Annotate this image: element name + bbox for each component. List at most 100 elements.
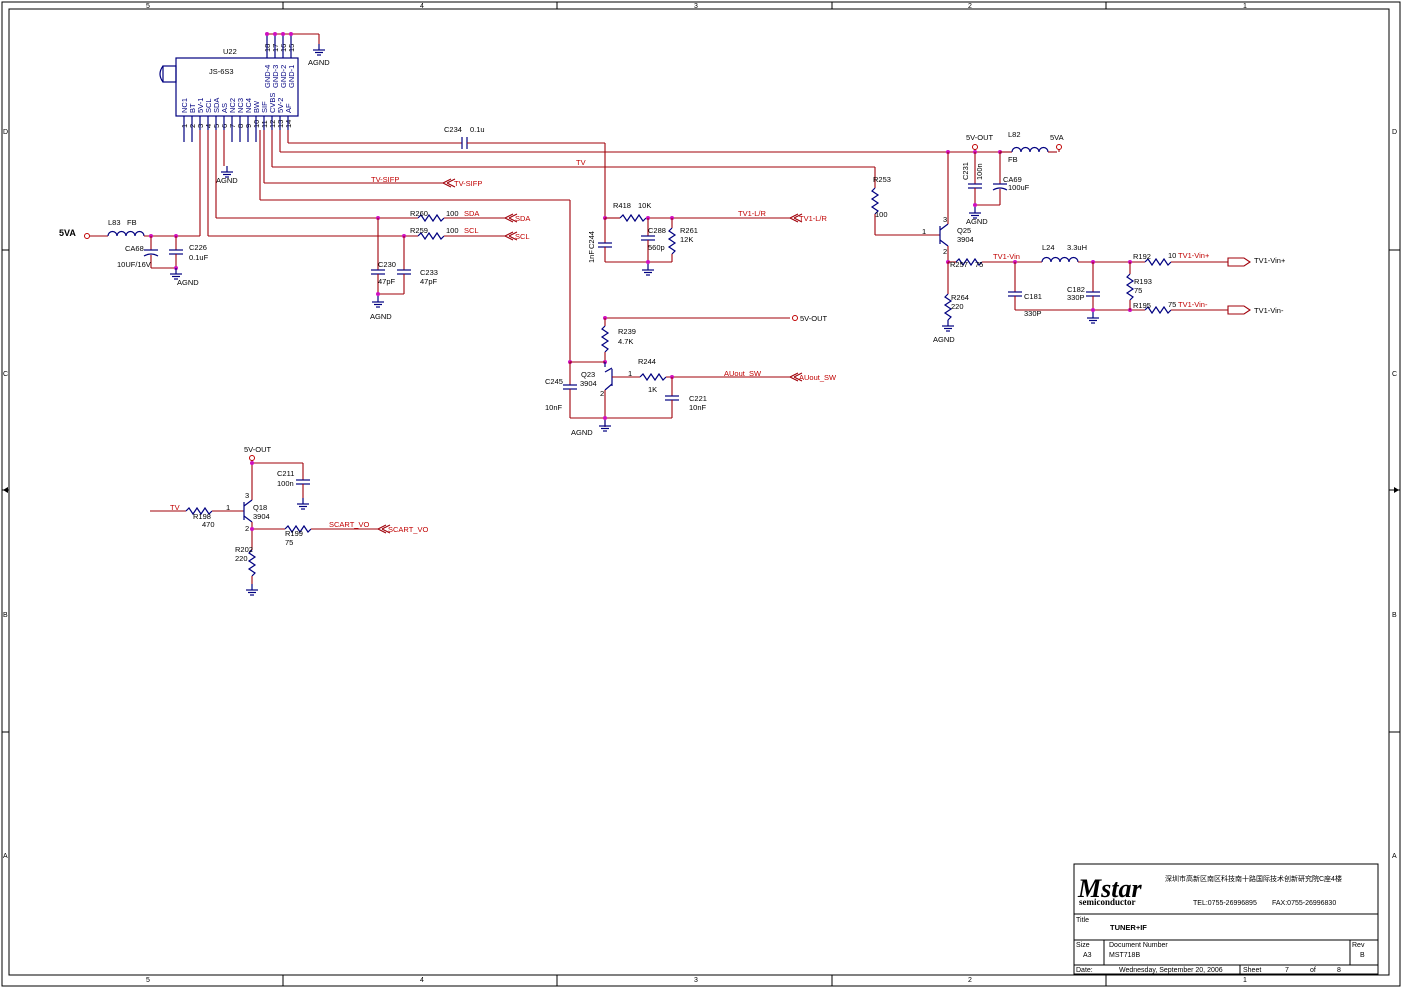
col-label: 3 xyxy=(694,977,698,984)
q25-val: 3904 xyxy=(957,235,974,244)
r202-val: 220 xyxy=(235,554,248,563)
r261-val: 12K xyxy=(680,235,693,244)
r418-val: 10K xyxy=(638,201,651,210)
col-label: 3 xyxy=(694,3,698,10)
5v-out-label: 5V-OUT xyxy=(966,133,994,142)
5v-out-port: 5V-OUT xyxy=(800,314,828,323)
agnd-label: AGND xyxy=(370,312,392,321)
scl-net-label: SCL xyxy=(464,226,479,235)
auout-sw-net: AUout_SW xyxy=(724,369,762,378)
title-block: Mstar semiconductor 深圳市高新区南区科技南十路国际技术创新研… xyxy=(1073,863,1379,975)
row-label: A xyxy=(3,853,8,860)
row-label: A xyxy=(1392,853,1397,860)
r261-ref: R261 xyxy=(680,226,698,235)
ca68-val: 10UF/16V xyxy=(117,260,151,269)
c245-ref: C245 xyxy=(545,377,563,386)
agnd-label: AGND xyxy=(308,58,330,67)
c244-val: 1nF xyxy=(587,250,596,263)
agnd-label: AGND xyxy=(933,335,955,344)
r257-ref: R257 xyxy=(950,260,968,269)
r418-ref: R418 xyxy=(613,201,631,210)
tuner-pin-label: 5V-1 xyxy=(196,98,205,113)
row-label: C xyxy=(3,371,8,378)
r244-val: 1K xyxy=(648,385,657,394)
bw-net xyxy=(259,130,571,362)
tv1-vinp-port: TV1-Vin+ xyxy=(1254,256,1286,265)
tv-net-label: TV xyxy=(576,158,586,167)
ca69-val: 100uF xyxy=(1008,183,1030,192)
c181-val: 330P xyxy=(1024,309,1042,318)
q18-pin2: 2 xyxy=(245,524,249,533)
q25-ref: Q25 xyxy=(957,226,971,235)
c182-ref: C182 xyxy=(1067,285,1085,294)
tuner-pin-label: NC4 xyxy=(244,98,253,113)
ca68-ref: CA68 xyxy=(125,244,144,253)
q23-ref: Q23 xyxy=(581,370,595,379)
tuner-pin-label: NC3 xyxy=(236,98,245,113)
tuner-u22[interactable]: U22 JS-6S3 NC11BT25V-13SCL4SDA5AS6NC27NC… xyxy=(159,32,330,128)
rev-label: Rev xyxy=(1352,942,1365,949)
tuner-pin-label: SIF xyxy=(260,101,269,113)
tv1-vinp-net: TV1-Vin+ xyxy=(1178,251,1210,260)
col-label: 1 xyxy=(1243,3,1247,10)
tuner-pin-label: SCL xyxy=(204,98,213,113)
agnd-label: AGND xyxy=(571,428,593,437)
r259-ref: R259 xyxy=(410,226,428,235)
scl-port: SCL xyxy=(515,232,530,241)
date-label: Date: xyxy=(1076,967,1093,974)
mstar-logo-sub: semiconductor xyxy=(1079,897,1136,907)
row-label: D xyxy=(3,129,8,136)
r244-ref: R244 xyxy=(638,357,656,366)
title-label: Title xyxy=(1076,917,1089,924)
row-label: D xyxy=(1392,129,1397,136)
size-label: Size xyxy=(1076,942,1090,949)
c231-ref: C231 xyxy=(961,162,970,180)
docnum-label: Document Number xyxy=(1109,942,1168,949)
r193-val: 75 xyxy=(1134,286,1142,295)
tuner-gnd-pin-label: GND-2 xyxy=(279,65,288,88)
mstar-logo: Mstar xyxy=(1077,874,1142,903)
col-label: 5 xyxy=(146,3,150,10)
tuner-pin-label: AF xyxy=(284,103,293,113)
r264-val: 220 xyxy=(951,302,964,311)
c233-val: 47pF xyxy=(420,277,438,286)
r239-ref: R239 xyxy=(618,327,636,336)
r260-ref: R260 xyxy=(410,209,428,218)
l83-ref: L83 xyxy=(108,218,121,227)
title-value: TUNER+IF xyxy=(1110,923,1147,932)
q18-pin1: 1 xyxy=(226,503,230,512)
sda-net-label: SDA xyxy=(464,209,479,218)
r253-ref: R253 xyxy=(873,175,891,184)
5va-input-section: 5VA L83 FB CA68 10UF/16V C226 0.1uF AGND xyxy=(59,218,209,287)
tuner-pin-label: AS xyxy=(220,103,229,113)
tuner-gnd-pin-label: GND-3 xyxy=(271,65,280,88)
c245-val: 10nF xyxy=(545,403,563,412)
r193-ref: R193 xyxy=(1134,277,1152,286)
col-label: 4 xyxy=(420,3,424,10)
q23-pin1: 1 xyxy=(628,369,632,378)
5v-out-label: 5V-OUT xyxy=(244,445,272,454)
q23-val: 3904 xyxy=(580,379,597,388)
tuner-pin-wires: AGND xyxy=(183,116,1000,237)
r202-ref: R202 xyxy=(235,545,253,554)
q18-scart-section: 5V-OUT C211 100n TV R198 470 1 3 2 Q18 3… xyxy=(150,445,428,596)
tuner-ref: U22 xyxy=(223,47,237,56)
c244-ref: C244 xyxy=(587,231,596,249)
rev-value: B xyxy=(1360,952,1365,959)
scart-vo-net: SCART_VO xyxy=(329,520,369,529)
l82-ref: L82 xyxy=(1008,130,1021,139)
tuner-pin-label: NC1 xyxy=(180,98,189,113)
tv1-vin-net: TV1-Vin xyxy=(993,252,1020,261)
tv1-vinm-port: TV1-Vin- xyxy=(1254,306,1284,315)
r199-val: 75 xyxy=(285,538,293,547)
q25-pin3: 3 xyxy=(943,215,947,224)
l83-val: FB xyxy=(127,218,137,227)
tuner-pin-label: SDA xyxy=(212,98,221,113)
c211-val: 100n xyxy=(277,479,294,488)
tuner-pin-label: NC2 xyxy=(228,98,237,113)
q18-val: 3904 xyxy=(253,512,270,521)
tv1-lr-net: TV1-L/R xyxy=(738,209,767,218)
l24-val: 3.3uH xyxy=(1067,243,1087,252)
